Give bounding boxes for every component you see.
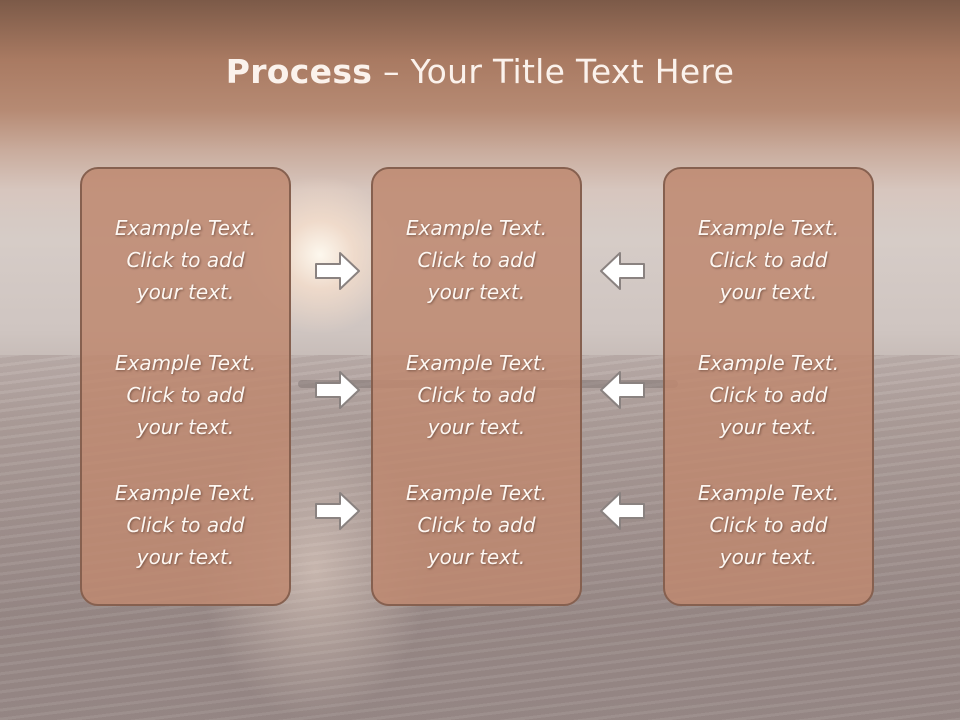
text-placeholder[interactable]: Example Text. Click to add your text. <box>665 212 872 308</box>
text-line: your text. <box>719 545 818 569</box>
text-line: Example Text. <box>697 351 840 375</box>
process-box-left[interactable]: Example Text. Click to add your text. Ex… <box>80 167 291 606</box>
text-line: Click to add <box>126 383 245 407</box>
title-rest: – Your Title Text Here <box>372 52 735 91</box>
text-line: Click to add <box>709 383 828 407</box>
arrow-left-icon[interactable] <box>598 490 646 532</box>
arrow-right-icon[interactable] <box>314 490 362 532</box>
text-placeholder[interactable]: Example Text. Click to add your text. <box>665 477 872 573</box>
text-line: Click to add <box>417 513 536 537</box>
text-line: Example Text. <box>405 216 548 240</box>
process-box-right[interactable]: Example Text. Click to add your text. Ex… <box>663 167 874 606</box>
text-line: your text. <box>427 545 526 569</box>
text-line: Click to add <box>417 248 536 272</box>
text-line: Example Text. <box>405 481 548 505</box>
text-line: Example Text. <box>114 216 257 240</box>
text-line: Example Text. <box>114 481 257 505</box>
text-line: your text. <box>136 545 235 569</box>
arrow-right-icon[interactable] <box>314 369 362 411</box>
process-box-center[interactable]: Example Text. Click to add your text. Ex… <box>371 167 582 606</box>
text-placeholder[interactable]: Example Text. Click to add your text. <box>665 347 872 443</box>
text-line: Example Text. <box>697 481 840 505</box>
text-placeholder[interactable]: Example Text. Click to add your text. <box>373 212 580 308</box>
text-line: Click to add <box>417 383 536 407</box>
text-line: Click to add <box>126 513 245 537</box>
text-line: your text. <box>719 415 818 439</box>
text-line: Click to add <box>126 248 245 272</box>
text-line: your text. <box>719 280 818 304</box>
text-placeholder[interactable]: Example Text. Click to add your text. <box>373 477 580 573</box>
text-line: your text. <box>427 280 526 304</box>
title-bold: Process <box>225 52 373 91</box>
arrow-left-icon[interactable] <box>598 250 646 292</box>
text-line: Example Text. <box>697 216 840 240</box>
arrow-left-icon[interactable] <box>598 369 646 411</box>
text-line: Click to add <box>709 248 828 272</box>
text-line: your text. <box>136 415 235 439</box>
text-line: your text. <box>136 280 235 304</box>
text-line: Example Text. <box>405 351 548 375</box>
text-line: Click to add <box>709 513 828 537</box>
text-line: Example Text. <box>114 351 257 375</box>
text-line: your text. <box>427 415 526 439</box>
arrow-right-icon[interactable] <box>314 250 362 292</box>
text-placeholder[interactable]: Example Text. Click to add your text. <box>82 347 289 443</box>
text-placeholder[interactable]: Example Text. Click to add your text. <box>82 212 289 308</box>
slide-title[interactable]: Process – Your Title Text Here <box>0 52 960 91</box>
text-placeholder[interactable]: Example Text. Click to add your text. <box>82 477 289 573</box>
text-placeholder[interactable]: Example Text. Click to add your text. <box>373 347 580 443</box>
